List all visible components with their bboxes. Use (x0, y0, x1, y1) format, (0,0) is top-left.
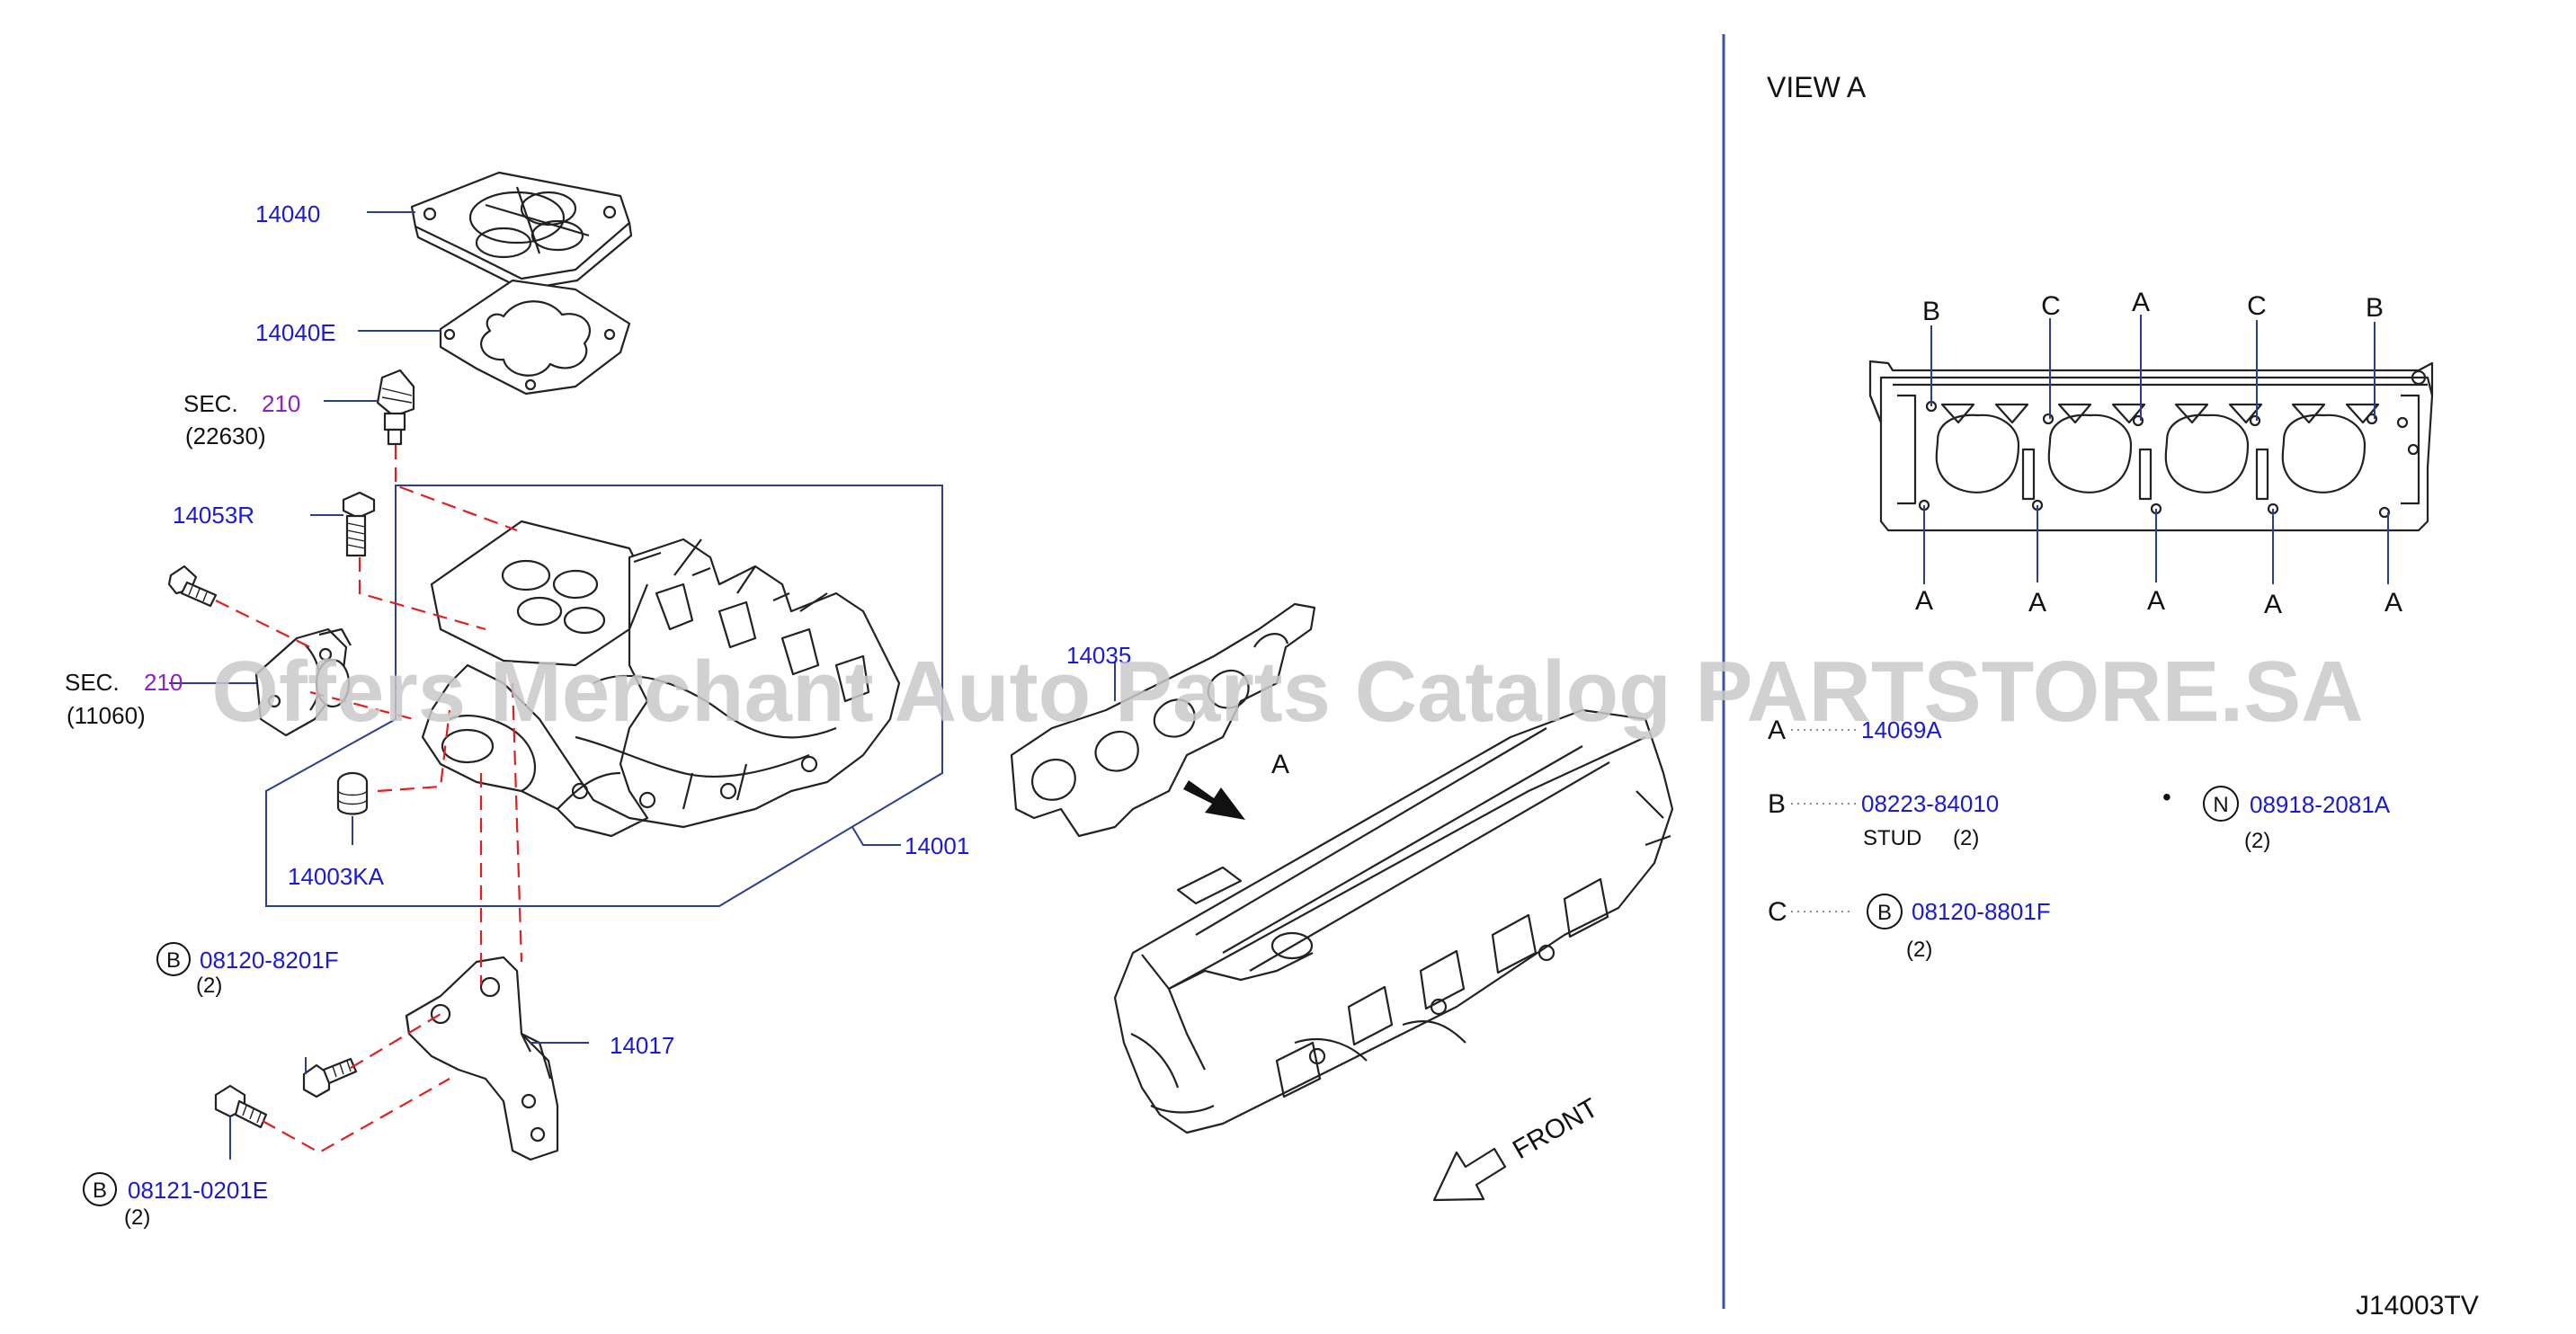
legend-part-08223-84010[interactable]: 08223-84010 (1861, 790, 1999, 817)
legend-qty: (2) (1953, 826, 1979, 850)
view-a-marker: A (1271, 750, 1289, 779)
sec-ref-link[interactable]: 210 (262, 390, 300, 417)
b-symbol-letter: B (166, 948, 181, 973)
thermostat-housing-bolt (167, 565, 218, 608)
n-symbol (2203, 786, 2239, 822)
b-symbol (156, 942, 191, 976)
legend-key-a: A (1768, 716, 1786, 745)
part-label-08121-0201e[interactable]: 08121-0201E (128, 1177, 268, 1204)
legend-part-14069a[interactable]: 14069A (1861, 716, 1942, 743)
cylinder-head (1113, 708, 1674, 1134)
manifold-bolt-14053r (342, 491, 376, 557)
view-callout-top: B (2366, 293, 2384, 323)
sec-code: (22630) (185, 422, 266, 449)
legend-qty: (2) (1906, 938, 1932, 962)
view-callout-bottom: A (2264, 590, 2282, 619)
manifold-support-bracket (405, 956, 559, 1161)
part-qty: (2) (196, 974, 222, 998)
front-arrow-icon (1432, 1147, 1507, 1202)
part-label-08120-8201f[interactable]: 08120-8201F (200, 947, 339, 974)
b-symbol-letter: B (1877, 901, 1892, 925)
part-label-14001[interactable]: 14001 (905, 832, 969, 859)
legend-marker: • (2162, 783, 2171, 811)
throttle-body-gasket-plate (410, 171, 633, 291)
part-qty: (2) (124, 1205, 150, 1230)
diagram-code: J14003TV (2356, 1291, 2479, 1321)
view-callout-bottom: A (2028, 588, 2046, 618)
bracket-bolt-08120-8201f (302, 1057, 358, 1098)
b-symbol (1867, 894, 1903, 929)
view-callout-bottom: A (2384, 588, 2402, 618)
legend-key-c: C (1768, 897, 1787, 927)
legend-desc: STUD (1863, 826, 1921, 850)
watermark: Offers Merchant Auto Parts Catalog PARTS… (211, 644, 2363, 740)
b-symbol-letter: B (93, 1178, 107, 1203)
view-a-arrow (1183, 780, 1245, 820)
manifold-gasket-14035 (1010, 602, 1316, 838)
sec-label-prefix: SEC. (183, 390, 238, 417)
view-callout-bottom: A (2147, 586, 2165, 616)
water-outlet (254, 627, 352, 737)
view-leader-lines (1923, 315, 2389, 584)
legend-part-08918-2081a[interactable]: 08918-2081A (2250, 791, 2391, 818)
leader-lines (169, 211, 1116, 1160)
view-callout-bottom: A (1915, 586, 1933, 616)
part-label-14035[interactable]: 14035 (1066, 642, 1131, 669)
legend-qty: (2) (2244, 829, 2270, 853)
b-symbol (83, 1172, 117, 1206)
sec-ref-link[interactable]: 210 (144, 669, 183, 696)
part-label-14003ka[interactable]: 14003KA (288, 863, 385, 890)
part-label-14040e[interactable]: 14040E (255, 319, 336, 346)
part-label-14017[interactable]: 14017 (610, 1032, 674, 1059)
n-symbol-letter: N (2213, 793, 2228, 817)
view-callout-top: B (1922, 297, 1940, 326)
coolant-temp-sensor (376, 369, 415, 446)
front-label: FRONT (1508, 1093, 1603, 1165)
view-callout-top: C (2041, 291, 2061, 321)
assembly-lines (215, 445, 523, 1154)
throttle-gasket (439, 279, 631, 396)
manifold-group-frame (265, 485, 943, 907)
view-title: VIEW A (1767, 71, 1867, 103)
part-label-14053r[interactable]: 14053R (173, 502, 254, 529)
sec-code: (11060) (67, 702, 146, 729)
gasket-view-a (1868, 360, 2434, 532)
legend-key-b: B (1768, 789, 1786, 819)
legend-part-08120-8801f[interactable]: 08120-8801F (1912, 898, 2051, 925)
sec-label-prefix: SEC. (65, 669, 120, 696)
view-callout-top: C (2247, 291, 2267, 321)
view-callout-top: A (2132, 288, 2150, 317)
bracket-bolt-08121-0201e (214, 1084, 268, 1129)
rubber-plug-14003ka (336, 771, 369, 815)
part-label-14040[interactable]: 14040 (255, 200, 320, 227)
